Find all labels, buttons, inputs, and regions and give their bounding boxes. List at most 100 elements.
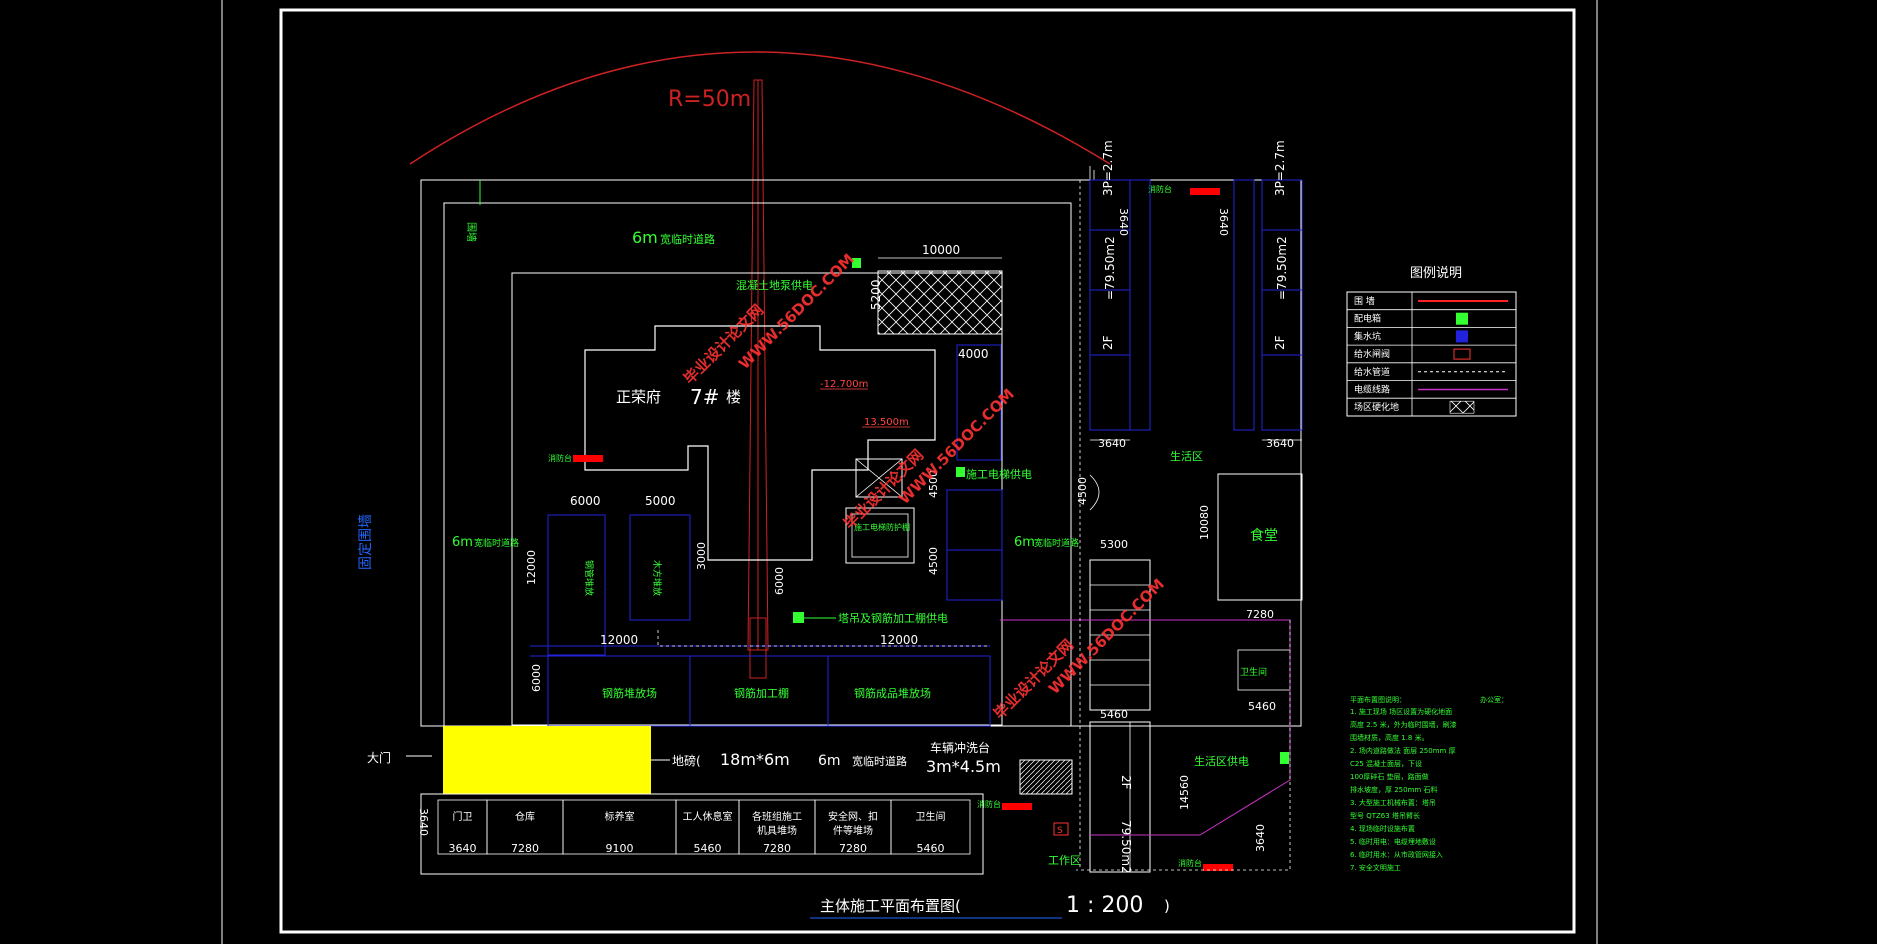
dim-7280: 7280 (1246, 608, 1274, 621)
notes-line: C25 混凝土面层，下设 (1350, 759, 1422, 768)
dorm-1-height: 3P=2.7m (1101, 140, 1115, 196)
work-area-label: 工作区 (1048, 854, 1081, 867)
dorm-marker (1089, 166, 1095, 180)
dim-12000a: 12000 (600, 633, 638, 647)
water-valve-symbol: S (1057, 826, 1063, 836)
rebar-yard-row (547, 655, 991, 727)
crane-rebar-power-label: 塔吊及钢筋加工棚供电 (838, 611, 948, 625)
dim-5000: 5000 (645, 494, 676, 508)
formwork-label: 钢管堆放 (583, 560, 595, 596)
fire-label-1: 消防台 (548, 453, 572, 463)
gate-truck-scale (443, 726, 651, 794)
notes-header-right: 办公室： (1480, 695, 1508, 704)
toilet-label: 卫生间 (1240, 666, 1267, 678)
legend-row-name: 给水闸阀 (1354, 348, 1390, 360)
notes-line: 排水坡度，厚 250mm 石料 (1350, 785, 1437, 794)
dim-14560: 14560 (1178, 775, 1191, 810)
legend-valve-symbol (1453, 348, 1471, 360)
legend-title: 图例说明 (1410, 266, 1462, 281)
notes-line: 5. 临时用电：电缆埋地敷设 (1350, 837, 1436, 846)
notes-line: 型号 QTZ63 塔吊臂长 (1350, 811, 1420, 820)
wash-label: 车辆冲洗台 (930, 740, 990, 755)
road-left-width: 6m (452, 535, 473, 550)
hatched-area (877, 270, 1003, 335)
drawing-title: 主体施工平面布置图( (820, 897, 961, 915)
fire-label-2: 消防台 (1148, 184, 1172, 194)
bottom-room-width: 7280 (511, 842, 539, 855)
bottom-room-width: 7280 (763, 842, 791, 855)
dim-12000b: 12000 (880, 633, 918, 647)
power-box-pump (852, 258, 861, 268)
dim-4500b: 4500 (927, 547, 940, 575)
truck-scale-size: 18m*6m (720, 750, 790, 769)
dim-3640d: 3640 (1266, 437, 1294, 450)
elevator-cabin (855, 458, 903, 498)
notes-line: 1. 施工现场 场区设置为硬化地面 (1350, 707, 1452, 716)
building-elevation-1: -12.700m (820, 379, 868, 390)
drawing-frame (279, 8, 1576, 934)
living-power-label: 生活区供电 (1194, 754, 1249, 768)
fire-label-3: 消防台 (977, 799, 1001, 809)
fire-point-2 (1190, 188, 1220, 195)
wash-size: 3m*4.5m (926, 757, 1001, 776)
crane-base (749, 617, 767, 679)
notes-line: 100厚碎石 垫层，路面做 (1350, 772, 1429, 781)
road-top-label: 宽临时道路 (660, 232, 715, 246)
bottom-room-label: 门卫 (453, 810, 473, 823)
bottom-room-width: 3640 (449, 842, 477, 855)
fire-point-1 (573, 455, 603, 462)
bottom-room-width: 5460 (917, 842, 945, 855)
bottom-room (890, 799, 971, 855)
notes-line: 2. 场内道路做法 面层 250mm 厚 (1350, 746, 1456, 755)
pipe-stack-area (946, 489, 1003, 601)
notes-line: 4. 现场临时设施布置 (1350, 824, 1415, 833)
canteen (1217, 473, 1303, 601)
dim-6000v2: 6000 (530, 664, 543, 692)
concrete-pump-power-label: 混凝土地泵供电 (736, 278, 813, 292)
legend-row-name: 围 墙 (1354, 295, 1375, 307)
legend-sump-symbol (1456, 330, 1468, 343)
power-box-crane (793, 612, 804, 623)
dorm-2-area: =79.50m2 (1275, 236, 1289, 300)
legend-power-box-symbol (1456, 312, 1468, 325)
road-bottom-width: 6m (818, 753, 841, 769)
dim-6000a: 6000 (570, 494, 601, 508)
living-area-label: 生活区 (1170, 449, 1203, 463)
dorm-2-height: 3P=2.7m (1273, 140, 1287, 196)
road-bottom-label: 宽临时道路 (852, 754, 907, 768)
bottom-room-label: 各班组施工机具堆场 (752, 810, 802, 837)
dorm-2-floors: 2F (1273, 335, 1287, 350)
dorm-block-2 (1261, 179, 1303, 431)
left-enclosure-label: 固定围墙 (358, 514, 374, 570)
water-pipe-main (1076, 180, 1291, 871)
steel-stack-area (956, 344, 1002, 461)
drawing-title-close: ) (1164, 897, 1170, 915)
formwork-yard (547, 514, 606, 656)
wood-label: 木方堆放 (651, 560, 663, 596)
elevator-cabin-cross (855, 458, 903, 498)
bottom-room-width: 7280 (839, 842, 867, 855)
building-elevation-2: 13.500m (864, 417, 909, 428)
dorm-1-floors: 2F (1101, 335, 1115, 350)
building-suffix: 楼 (726, 388, 741, 406)
dorm-block-2-corridor (1233, 179, 1255, 431)
dim-6000v: 6000 (773, 567, 786, 595)
drawing-scale: 1 : 200 (1066, 893, 1143, 918)
office-floors: 2F (1119, 775, 1133, 790)
road-left-label: 宽临时道路 (474, 537, 519, 549)
dim-5460a: 5460 (1100, 708, 1128, 721)
elevator-enclosure-inner (851, 513, 909, 558)
legend-hatch-symbol (1449, 400, 1475, 414)
notes-header: 平面布置图说明： (1350, 695, 1406, 704)
crane-radius-arc (409, 51, 1111, 165)
dim-3640-bottom: 3640 (417, 808, 430, 836)
crane-boom (747, 79, 769, 651)
wash-station (1019, 759, 1073, 795)
bottom-room-label: 卫生间 (916, 810, 946, 823)
dim-10080: 10080 (1198, 505, 1211, 540)
road-top-width: 6m (632, 228, 658, 247)
